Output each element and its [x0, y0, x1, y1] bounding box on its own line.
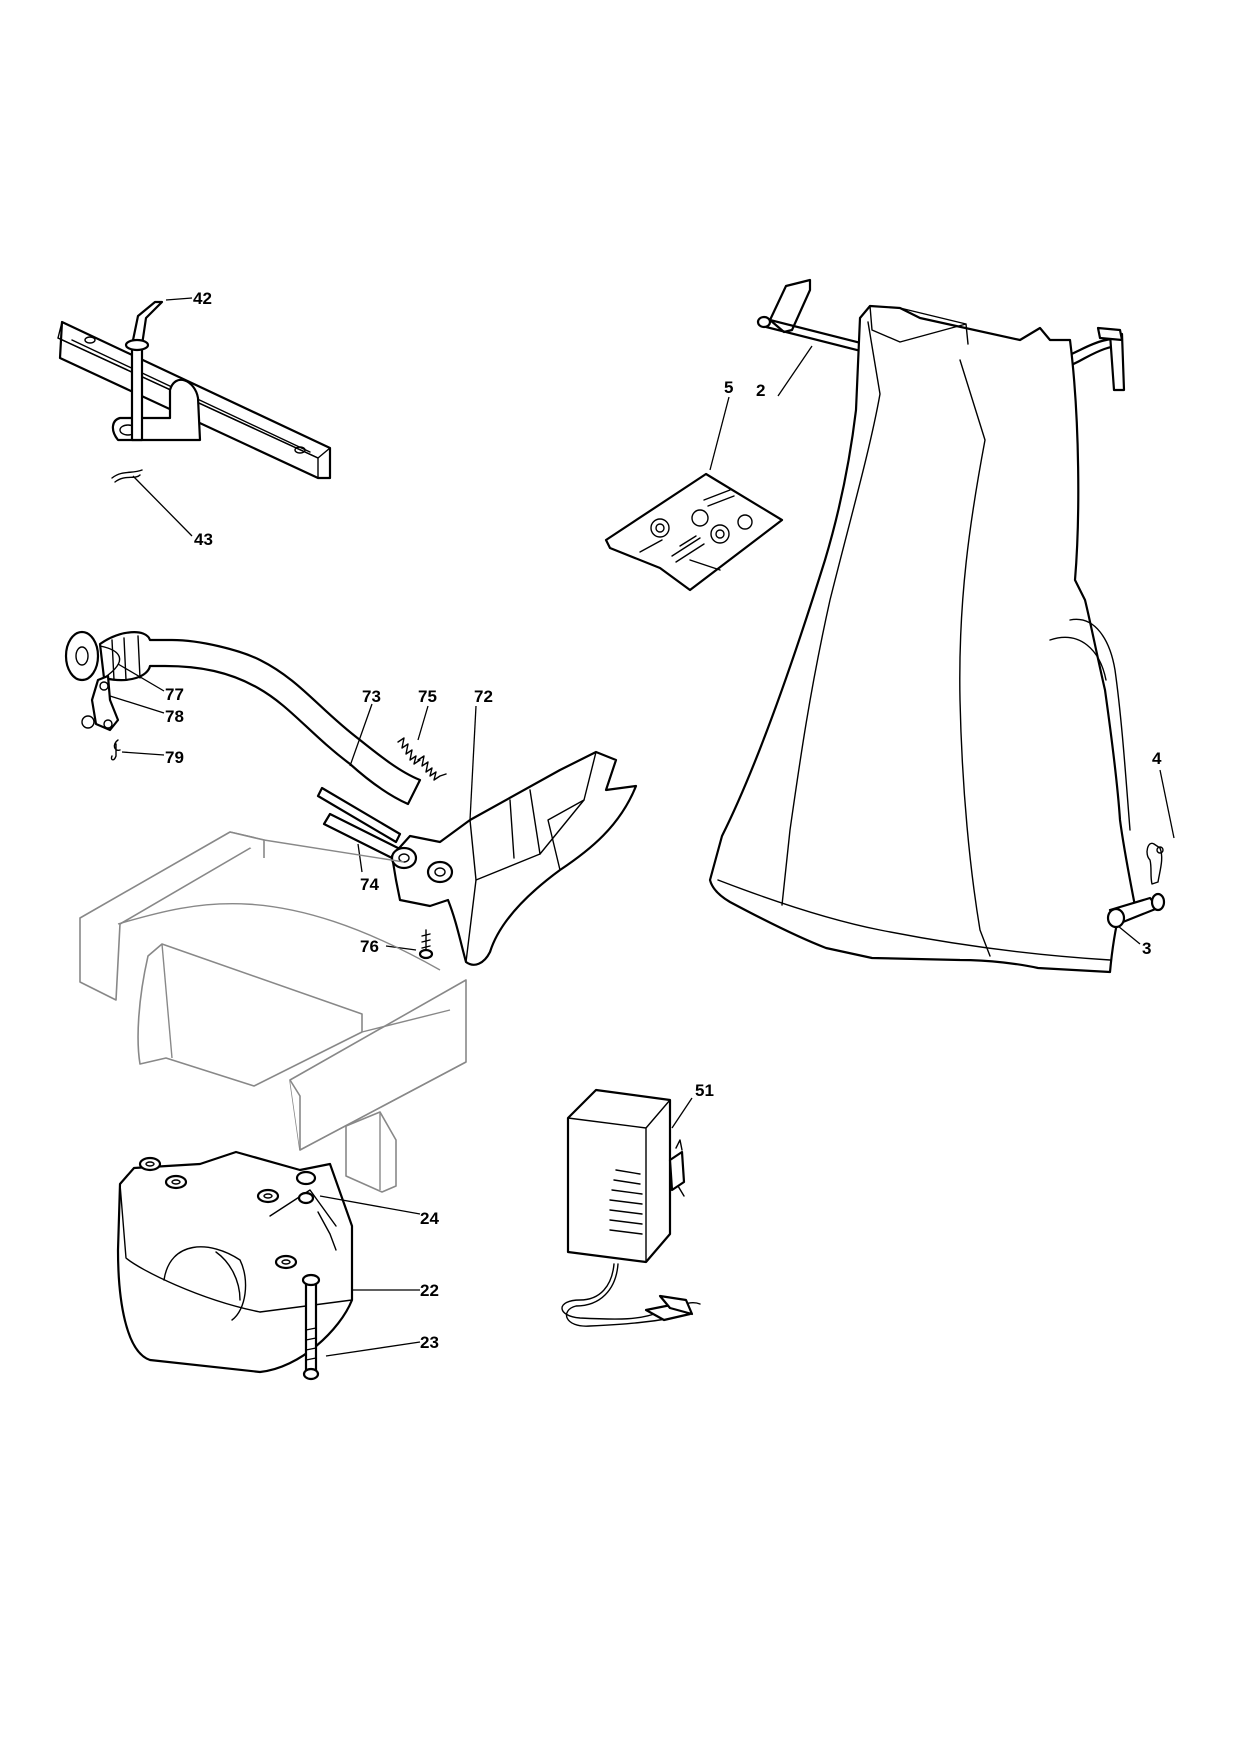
bolt: [301, 1273, 321, 1381]
lever-link-plate: [81, 674, 120, 732]
callout-42: 42: [193, 289, 212, 308]
callout-2: 2: [756, 381, 765, 400]
callout-51: 51: [695, 1081, 714, 1100]
rail-bracket: [57, 320, 332, 480]
callout-3: 3: [1142, 939, 1151, 958]
nut-washer: [295, 1170, 337, 1251]
hardware-kit-bag: [604, 472, 784, 592]
callout-4: 4: [1152, 749, 1162, 768]
callout-22: 22: [420, 1281, 439, 1300]
callout-76: 76: [360, 937, 379, 956]
springs: [397, 737, 447, 781]
lever-handle: [64, 630, 422, 806]
pivot-pin: [1106, 892, 1166, 929]
callout-43: 43: [194, 530, 213, 549]
callout-78: 78: [165, 707, 184, 726]
screw: [418, 929, 434, 960]
battery-charger: [561, 1088, 701, 1327]
callout-77: 77: [165, 685, 184, 704]
hitch-pin: [124, 300, 164, 442]
hair-pin-clip: [110, 739, 121, 761]
tractor-frame-context: [79, 831, 467, 1193]
callout-72: 72: [474, 687, 493, 706]
lynch-pin-clip: [1146, 842, 1164, 885]
r-clip: [111, 469, 143, 483]
grass-hopper-bag: [708, 304, 1137, 974]
pin-rod: [316, 786, 402, 844]
callout-74: 74: [360, 875, 379, 894]
callout-73: 73: [362, 687, 381, 706]
callout-79: 79: [165, 748, 184, 767]
battery: [116, 1150, 354, 1374]
lever-bracket: [390, 750, 638, 966]
callout-24: 24: [420, 1209, 439, 1228]
callout-23: 23: [420, 1333, 439, 1352]
callout-5: 5: [724, 378, 733, 397]
callout-75: 75: [418, 687, 437, 706]
